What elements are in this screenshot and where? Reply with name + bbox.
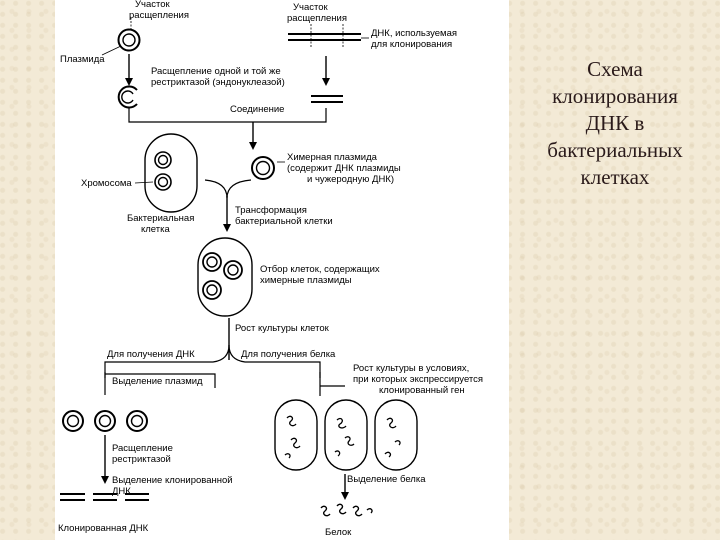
expressing-cells-icon [274, 399, 418, 471]
label-cloning-dna: для клонирования [371, 39, 452, 50]
title-line: Схема [587, 57, 643, 81]
title-line: ДНК в [585, 111, 645, 135]
label-cleavage-site-left: Участок [135, 0, 171, 10]
label-joining: Соединение [230, 104, 284, 115]
label-cloned-dna: Клонированная ДНК [58, 523, 149, 534]
label-growth-conditions: Рост культуры в условиях, [353, 363, 469, 374]
cloned-dna-icon [60, 493, 149, 501]
label-cleavage: Расщепление одной и той же [151, 66, 281, 77]
label-cleavage-site-right: расщепления [287, 13, 347, 24]
label-isolate-dna: Выделение клонированной [112, 475, 233, 486]
label-isolate-plasmids: Выделение плазмид [112, 376, 203, 387]
transform-arrow [204, 179, 252, 199]
label-restriction: рестриктазой [112, 454, 171, 465]
label-transformation: бактериальной клетки [235, 216, 333, 227]
label-selection: Отбор клеток, содержащих [260, 264, 380, 275]
arrow-head [101, 476, 109, 484]
label-for-protein: Для получения белка [241, 349, 336, 360]
chimeric-plasmid-icon [251, 156, 275, 180]
label-isolate-dna: ДНК [112, 486, 131, 497]
label-isolate-protein: Выделение белка [347, 474, 426, 485]
label-chimeric-plasmid: (содержит ДНК плазмиды [287, 163, 401, 174]
pointer-line [101, 45, 122, 56]
label-plasmid: Плазмида [60, 54, 105, 65]
label-growth-conditions: при которых экспрессируется [353, 374, 483, 385]
arrow-head [322, 78, 330, 86]
label-growth-conditions: клонированный ген [379, 385, 465, 396]
label-chimeric-plasmid: Химерная плазмида [287, 152, 378, 163]
foreign-dna-icon [288, 24, 361, 48]
label-restriction: Расщепление [112, 443, 173, 454]
bacterial-cell-icon [144, 133, 198, 213]
label-chimeric-plasmid: и чужеродную ДНК) [307, 174, 394, 185]
label-transformation: Трансформация [235, 205, 307, 216]
label-bacterial-cell: клетка [141, 224, 170, 235]
label-chromosome: Хромосома [81, 178, 132, 189]
title-line: клетках [580, 165, 650, 189]
label-selection: химерные плазмиды [260, 275, 352, 286]
arrow-head [249, 142, 257, 150]
branch-arrow [228, 344, 321, 378]
dna-fragment-icon [311, 95, 343, 103]
label-cloning-dna: ДНК, используемая [371, 28, 457, 39]
cloning-diagram: Участок расщепления Участок расщепления … [58, 0, 483, 538]
label-cleavage-site-left: расщепления [129, 10, 189, 21]
isolated-plasmids-icon [62, 410, 148, 432]
arrow-head [341, 492, 349, 500]
diagram-panel: Участок расщепления Участок расщепления … [55, 0, 509, 540]
protein-icon [320, 503, 373, 517]
label-cleavage-site-right: Участок [293, 2, 329, 13]
label-for-dna: Для получения ДНК [107, 349, 195, 360]
slide-title: Схема клонирования ДНК в бактериальных к… [515, 56, 715, 191]
label-cleavage: рестриктазой (эндонуклеазой) [151, 77, 285, 88]
transformed-cell-icon [197, 237, 253, 317]
cut-plasmid-icon [117, 85, 138, 109]
joining-bracket [128, 108, 327, 123]
arrow-head [125, 78, 133, 86]
label-bacterial-cell: Бактериальная [127, 213, 194, 224]
label-growth: Рост культуры клеток [235, 323, 330, 334]
title-line: бактериальных [547, 138, 683, 162]
arrow-head [223, 224, 231, 232]
label-protein: Белок [325, 527, 352, 538]
plasmid-icon [117, 28, 141, 52]
pointer-line [134, 181, 154, 184]
branch-line [105, 373, 216, 388]
title-line: клонирования [552, 84, 678, 108]
